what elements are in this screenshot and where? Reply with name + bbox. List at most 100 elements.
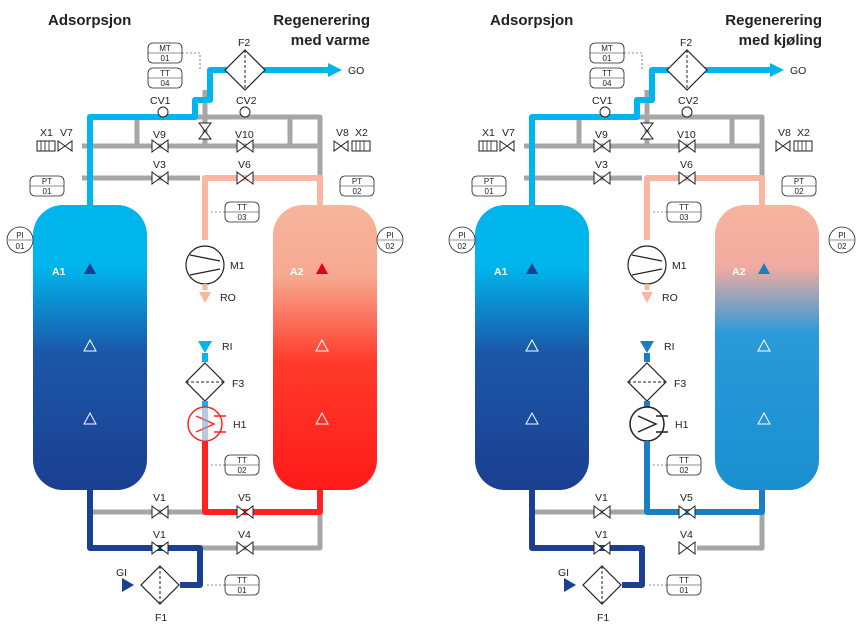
label-v10: V10 [235,129,254,141]
title-adsorption: Adsorpsjon [490,12,573,29]
svg-text:01: 01 [161,54,170,63]
valve-v1-bottom-icon [151,541,169,555]
valve-v7-icon [499,140,515,152]
check-valve-cv1-icon [157,106,169,118]
title-regeneration-line1: Regenerering [273,12,370,29]
title-adsorption: Adsorpsjon [48,12,131,29]
label-a1: A1 [52,266,66,278]
tag-tt01: TT 01 [647,574,702,596]
hot-regen-pipe [202,441,323,515]
ro-arrow-icon [199,292,211,303]
svg-text:03: 03 [238,213,247,222]
check-valve-cv1-icon [599,106,611,118]
go-arrow-icon [770,63,784,77]
label-v6: V6 [238,159,251,171]
valve-v5-icon [236,505,254,519]
valve-v7-icon [57,140,73,152]
svg-text:01: 01 [485,187,494,196]
label-v9: V9 [153,129,166,141]
svg-text:PI: PI [16,231,24,240]
connector-x1-icon [478,140,498,152]
svg-text:02: 02 [838,242,847,251]
ri-arrow-icon [640,341,654,353]
tag-pi02: PI 02 [376,226,404,254]
filter-f2-icon [666,49,708,91]
tag-pt02: PT 02 [339,175,375,197]
go-arrow-icon [328,63,342,77]
label-m1: M1 [230,260,245,272]
label-v1-bottom: V1 [595,529,608,541]
label-x2: X2 [355,127,368,139]
label-v5: V5 [238,492,251,504]
label-go: GO [348,65,364,77]
tag-mt01: MT 01 [147,42,201,70]
svg-text:02: 02 [458,242,467,251]
tag-tt02: TT 02 [652,454,702,476]
valve-v10-icon [678,139,696,153]
check-valve-cv2-icon [239,106,251,118]
svg-text:TT: TT [679,576,689,585]
sensor-a1-bot-icon [83,411,97,425]
valve-center-icon [640,122,654,140]
valve-center-icon [198,122,212,140]
sensor-a2-top-icon [316,263,328,274]
filter-f3-icon [185,362,225,402]
label-a1: A1 [494,266,508,278]
tag-pt01: PT 01 [471,175,507,197]
label-h1: H1 [675,419,689,431]
svg-text:PT: PT [794,177,804,186]
title-regeneration-line1: Regenerering [725,12,822,29]
label-x2: X2 [797,127,810,139]
label-ri: RI [222,341,233,353]
filter-f2-icon [224,49,266,91]
check-valve-cv2-icon [681,106,693,118]
inlet-pipe [87,490,203,588]
panel-cooling: Adsorpsjon Regenerering med kjøling GO R… [448,12,856,624]
regen-outlet-pipe [202,175,323,240]
valve-v1-top-icon [593,505,611,519]
sensor-a2-mid-icon [315,338,329,352]
filter-f1-icon [140,565,180,605]
filter-f1-icon [582,565,622,605]
label-a2: A2 [290,266,304,278]
sensor-a2-top-icon [758,263,770,274]
valve-v1-top-icon [151,505,169,519]
sensor-a1-mid-icon [83,338,97,352]
tag-tt01: TT 01 [205,574,260,596]
sensor-a2-bot-icon [315,411,329,425]
ro-arrow-icon [641,292,653,303]
label-v3: V3 [595,159,608,171]
svg-text:01: 01 [680,586,689,595]
sensor-a2-mid-icon [757,338,771,352]
valve-v8-icon [775,140,791,152]
label-gi: GI [116,567,127,579]
sensor-a1-top-icon [526,263,538,274]
svg-text:MT: MT [159,44,171,53]
title-regeneration-line2: med kjøling [739,32,822,49]
valve-v4-icon [678,541,696,555]
label-v3: V3 [153,159,166,171]
label-v10: V10 [677,129,696,141]
svg-text:TT: TT [602,69,612,78]
connector-x2-icon [793,140,813,152]
svg-text:04: 04 [603,79,612,88]
valve-v1-bottom-icon [593,541,611,555]
svg-text:PI: PI [458,231,466,240]
svg-text:01: 01 [16,242,25,251]
label-v1-top: V1 [595,492,608,504]
valve-v5-icon [678,505,696,519]
valve-v6-icon [678,171,696,185]
outlet-pipe [87,67,330,205]
label-cv1: CV1 [150,95,171,107]
label-v1-bottom: V1 [153,529,166,541]
svg-text:TT: TT [237,456,247,465]
label-v5: V5 [680,492,693,504]
svg-text:PI: PI [838,231,846,240]
label-v4: V4 [238,529,251,541]
connector-x2-icon [351,140,371,152]
svg-text:02: 02 [680,466,689,475]
label-v8: V8 [778,127,791,139]
label-v8: V8 [336,127,349,139]
tag-tt03: TT 03 [210,201,260,223]
tag-tt03: TT 03 [652,201,702,223]
